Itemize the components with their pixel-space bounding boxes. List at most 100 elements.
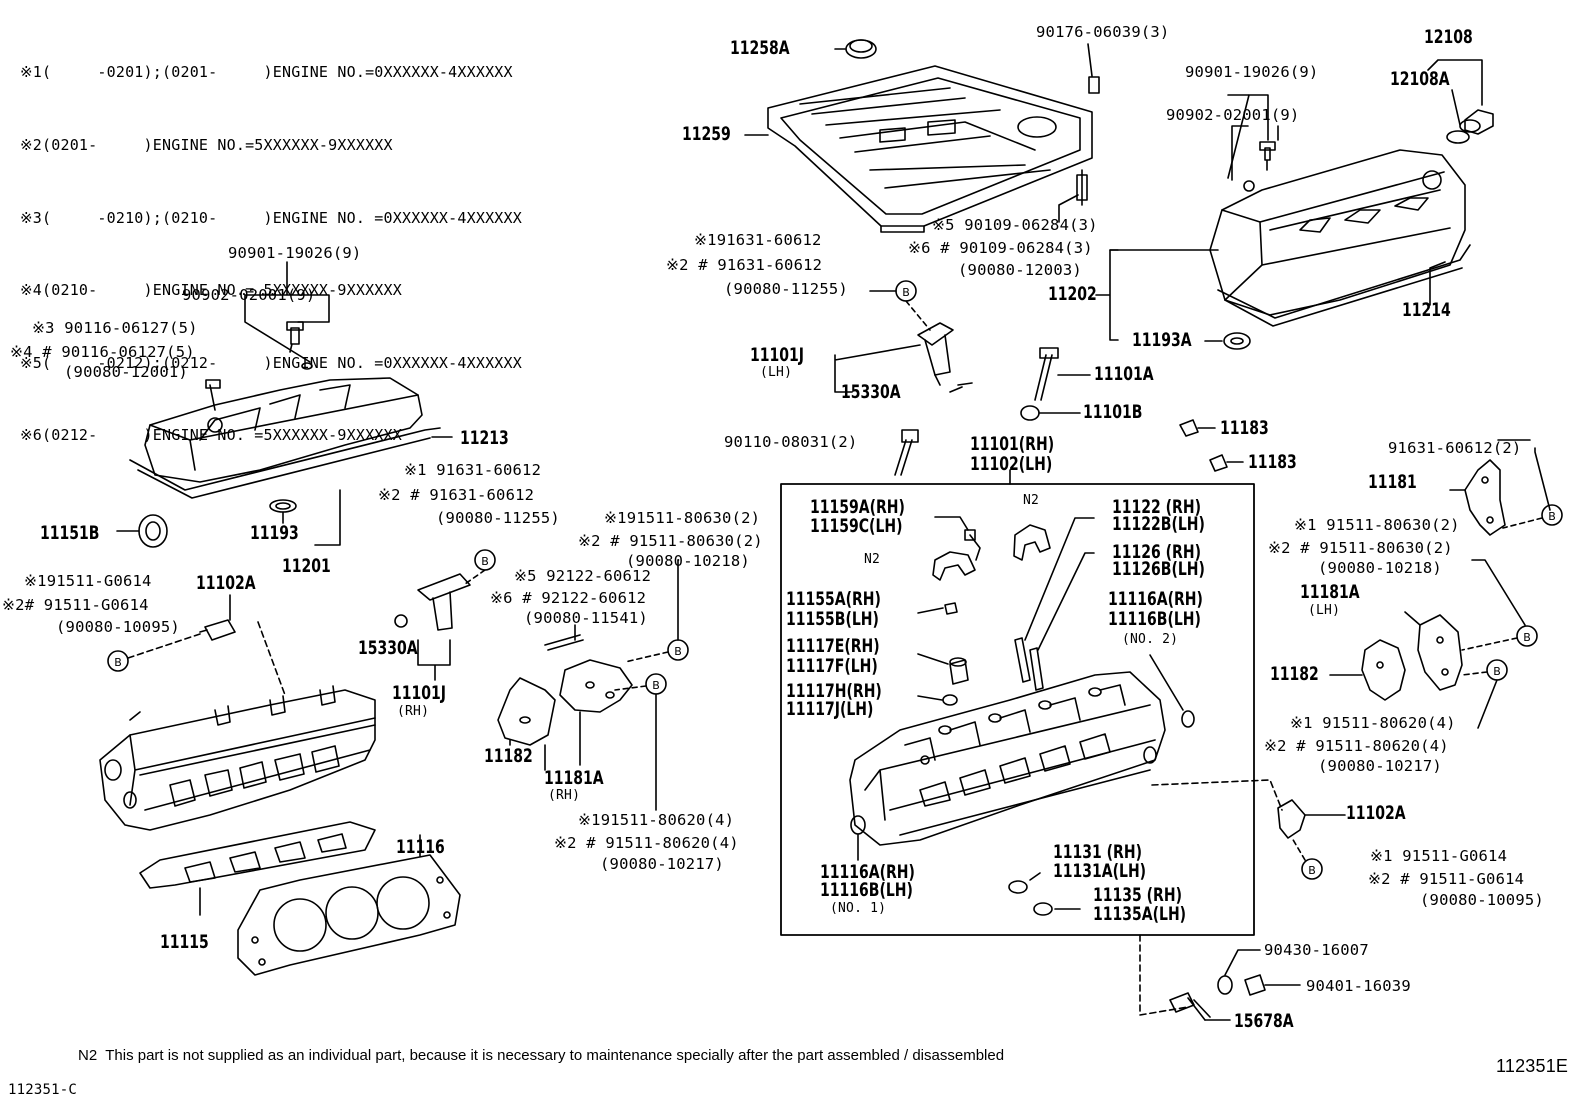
part-11259: 11259	[682, 123, 731, 145]
part-91631-2-top: ※2 # 91631-60612	[666, 256, 823, 274]
part-11126B: 11126B(LH)	[1112, 558, 1205, 580]
part-12108A: 12108A	[1390, 68, 1450, 90]
part-90902-rh: 90902-02001(9)	[1166, 106, 1300, 124]
part-11135A: 11135A(LH)	[1093, 903, 1187, 925]
note-2: ※2(0201- )ENGINE NO.=5XXXXXX-9XXXXXX	[20, 136, 393, 155]
part-91511-630-2-right: ※2 # 91511-80630(2)	[1268, 539, 1453, 557]
plug-11131	[1008, 880, 1028, 894]
valve-cover-rh-drawing	[1209, 149, 1471, 327]
part-91511-620-2-mid: ※2 # 91511-80620(4)	[554, 834, 739, 852]
part-11126: 11126 (RH)	[1112, 541, 1201, 563]
part-90080-10095-right: (90080-10095)	[1420, 891, 1544, 909]
oil-filler-cap-12108	[1464, 109, 1494, 135]
gasket-90430	[1217, 975, 1233, 995]
cap-n2-b	[1013, 524, 1051, 561]
spring-11117	[949, 659, 969, 685]
plug-11135	[1033, 902, 1053, 916]
label-n2-a: N2	[864, 552, 881, 567]
bracket-11181A-rh	[559, 659, 633, 713]
part-11117H: 11117H(RH)	[786, 680, 882, 702]
part-11101J-rh-side: (RH)	[397, 704, 430, 719]
bolt-90110	[894, 429, 919, 476]
part-11214: 11214	[1402, 299, 1451, 321]
part-11193A: 11193A	[1132, 329, 1192, 351]
oil-seal-11151B	[138, 514, 168, 548]
part-11131: 11131 (RH)	[1053, 841, 1142, 863]
gasket-11193A	[1223, 332, 1251, 350]
part-90902-lh: 90902-02001(9)	[182, 286, 316, 304]
part-11155A: 11155A(RH)	[786, 588, 881, 610]
part-11131A: 11131A(LH)	[1053, 860, 1147, 882]
part-11183-a: 11183	[1220, 417, 1269, 439]
part-11101J-lh: 11101J	[750, 344, 804, 366]
gasket-12108A	[1446, 130, 1470, 144]
part-91511-g-2-right: ※2 # 91511-G0614	[1368, 870, 1525, 888]
part-15330A-rh: 15330A	[358, 637, 418, 659]
part-11122: 11122 (RH)	[1112, 496, 1201, 518]
svg-text:B: B	[114, 656, 122, 669]
part-91511-630-1-right: ※1 91511-80630(2)	[1294, 516, 1460, 534]
part-92122-5: ※5 92122-60612	[514, 567, 652, 585]
part-15678A: 15678A	[1234, 1010, 1294, 1032]
part-91631-2-mid: ※2 # 91631-60612	[378, 486, 535, 504]
part-11181A-lh: 11181A	[1300, 581, 1360, 603]
stud-11159	[964, 529, 981, 561]
part-91631-1-top: ※191631-60612	[694, 231, 822, 249]
seal-11117H	[942, 694, 958, 706]
part-11117J: 11117J(LH)	[786, 698, 874, 720]
part-91511-620-1-right: ※1 91511-80620(4)	[1290, 714, 1456, 732]
part-91511-g-1-left: ※191511-G0614	[24, 572, 152, 590]
bracket-11182-lh	[1361, 639, 1406, 701]
part-11181A-lh-side: (LH)	[1308, 603, 1341, 618]
svg-text:B: B	[652, 679, 660, 692]
engine-number-notes: ※1( -0201);(0201- )ENGINE NO.=0XXXXXX-4X…	[20, 12, 522, 472]
part-11122B: 11122B(LH)	[1112, 513, 1205, 535]
part-90109-6: ※6 # 90109-06284(3)	[908, 239, 1093, 257]
note-3: ※3( -0210);(0210- )ENGINE NO. =0XXXXXX-4…	[20, 208, 522, 227]
camshaft-sensor-rh-drawing	[394, 573, 471, 631]
part-91511-630-2-mid: ※2 # 91511-80630(2)	[578, 532, 763, 550]
part-11115: 11115	[160, 931, 209, 953]
part-91631-60612-2: 91631-60612(2)	[1388, 439, 1522, 457]
part-11117E: 11117E(RH)	[786, 635, 880, 657]
part-90110: 90110-08031(2)	[724, 433, 858, 451]
bracket-11181	[1464, 459, 1506, 536]
part-90080-10218-right: (90080-10218)	[1318, 559, 1442, 577]
plug-11116-no1	[850, 815, 866, 835]
part-12108: 12108	[1424, 26, 1473, 48]
part-11101J-lh-side: (LH)	[760, 365, 793, 380]
part-91511-620-1-mid: ※191511-80620(4)	[578, 811, 735, 829]
part-11102A-right: 11102A	[1346, 802, 1406, 824]
part-15330A-lh: 15330A	[841, 381, 901, 403]
label-n2-b: N2	[1023, 493, 1040, 508]
diagram-code-left: 112351-C	[8, 1082, 78, 1098]
svg-text:B: B	[902, 286, 910, 299]
retainer-11155	[944, 602, 958, 615]
svg-text:B: B	[1523, 631, 1531, 644]
part-90116-4: ※4 # 90116-06127(5)	[10, 343, 195, 361]
bracket-11182-rh	[497, 677, 556, 746]
valve-guide-11126	[1029, 647, 1044, 691]
nut-11101B	[1020, 405, 1040, 421]
part-90080-12001: (90080-12001)	[64, 363, 188, 381]
part-11202: 11202	[1048, 283, 1097, 305]
part-90080-10217-right: (90080-10217)	[1318, 757, 1442, 775]
part-11213: 11213	[460, 427, 509, 449]
part-90901-rh: 90901-19026(9)	[1185, 63, 1319, 81]
cylinder-head-left-drawing	[99, 685, 376, 831]
part-11101J-rh: 11101J	[392, 682, 446, 704]
part-11117F: 11117F(LH)	[786, 655, 878, 677]
valve-cover-lh-drawing	[129, 377, 441, 499]
label-no-2: (NO. 2)	[1122, 632, 1179, 647]
plug-90901-rh	[1259, 141, 1276, 171]
part-90430: 90430-16007	[1264, 941, 1369, 959]
part-90109-5: ※5 90109-06284(3)	[932, 216, 1098, 234]
n2-footnote: N2 This part is not supplied as an indiv…	[78, 1047, 1005, 1064]
cap-n2-a	[932, 551, 976, 581]
part-90080-10217-mid: (90080-10217)	[600, 855, 724, 873]
gasket-11193	[269, 499, 297, 513]
cylinder-head-center-drawing	[849, 671, 1166, 846]
part-91511-620-2-right: ※2 # 91511-80620(4)	[1264, 737, 1449, 755]
